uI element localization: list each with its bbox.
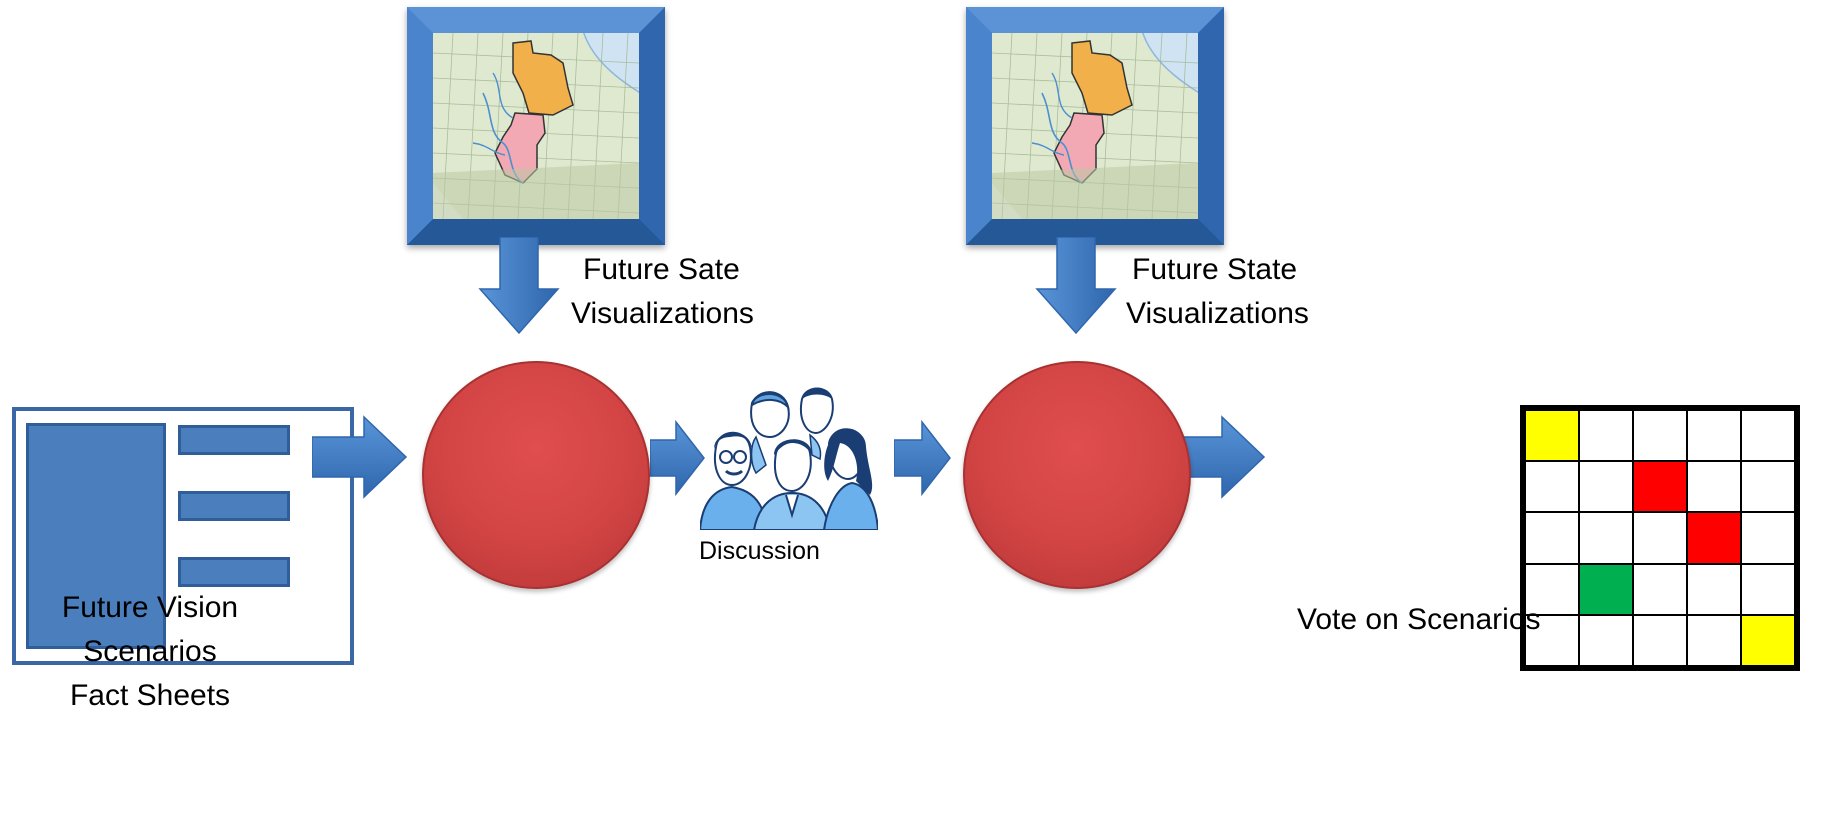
vote-cell bbox=[1525, 512, 1579, 564]
map-image bbox=[992, 33, 1198, 219]
map-image bbox=[433, 33, 639, 219]
process-circle-left bbox=[422, 361, 650, 589]
vote-cell bbox=[1633, 563, 1687, 615]
document-image-block bbox=[26, 423, 166, 649]
map-picture-right bbox=[966, 7, 1224, 245]
right-arrow-2 bbox=[650, 420, 705, 496]
vote-cell bbox=[1687, 410, 1741, 462]
caption-line: Visualizations bbox=[571, 297, 754, 330]
caption-line: Fact Sheets bbox=[69, 679, 231, 712]
vote-cell bbox=[1687, 563, 1741, 615]
document-text-block bbox=[178, 557, 290, 587]
map-picture-left bbox=[407, 7, 665, 245]
people-group-icon bbox=[700, 387, 878, 530]
vote-cell bbox=[1633, 614, 1687, 666]
vote-on-scenarios-label: Vote on Scenarios bbox=[1297, 603, 1541, 636]
discussion-label: Discussion bbox=[699, 537, 820, 565]
caption-line: Scenarios bbox=[83, 635, 217, 668]
vote-grid bbox=[1520, 405, 1800, 671]
vote-cell bbox=[1741, 410, 1795, 462]
vote-cell bbox=[1525, 614, 1579, 666]
caption-line: Future Vision bbox=[61, 591, 239, 624]
down-arrow-right bbox=[1035, 237, 1117, 335]
caption-future-vision: Future Vision Scenarios Fact Sheets bbox=[50, 586, 250, 718]
vote-cell bbox=[1633, 512, 1687, 564]
caption-line: Visualizations bbox=[1126, 297, 1309, 330]
fact-sheet-document bbox=[12, 407, 354, 665]
vote-cell bbox=[1741, 614, 1795, 666]
vote-cell bbox=[1579, 461, 1633, 513]
document-text-block bbox=[178, 425, 290, 455]
vote-cell bbox=[1741, 512, 1795, 564]
vote-cell bbox=[1525, 563, 1579, 615]
down-arrow-left bbox=[478, 237, 560, 335]
vote-cell bbox=[1525, 461, 1579, 513]
vote-cell bbox=[1525, 410, 1579, 462]
document-text-block bbox=[178, 491, 290, 521]
vote-cell bbox=[1741, 563, 1795, 615]
caption-future-state: Future State Visualizations bbox=[1126, 248, 1309, 336]
process-circle-right bbox=[963, 361, 1191, 589]
vote-cell bbox=[1579, 614, 1633, 666]
right-arrow-3 bbox=[894, 420, 951, 496]
caption-line: Future Sate bbox=[583, 253, 740, 286]
vote-cell bbox=[1633, 461, 1687, 513]
vote-cell bbox=[1579, 512, 1633, 564]
vote-cell bbox=[1687, 461, 1741, 513]
caption-line: Future State bbox=[1132, 253, 1298, 286]
vote-cell bbox=[1579, 563, 1633, 615]
caption-future-sate: Future Sate Visualizations bbox=[571, 248, 754, 336]
vote-cell bbox=[1633, 410, 1687, 462]
vote-cell bbox=[1741, 461, 1795, 513]
vote-cell bbox=[1579, 410, 1633, 462]
vote-cell bbox=[1687, 512, 1741, 564]
vote-cell bbox=[1687, 614, 1741, 666]
right-arrow-1 bbox=[312, 415, 408, 499]
